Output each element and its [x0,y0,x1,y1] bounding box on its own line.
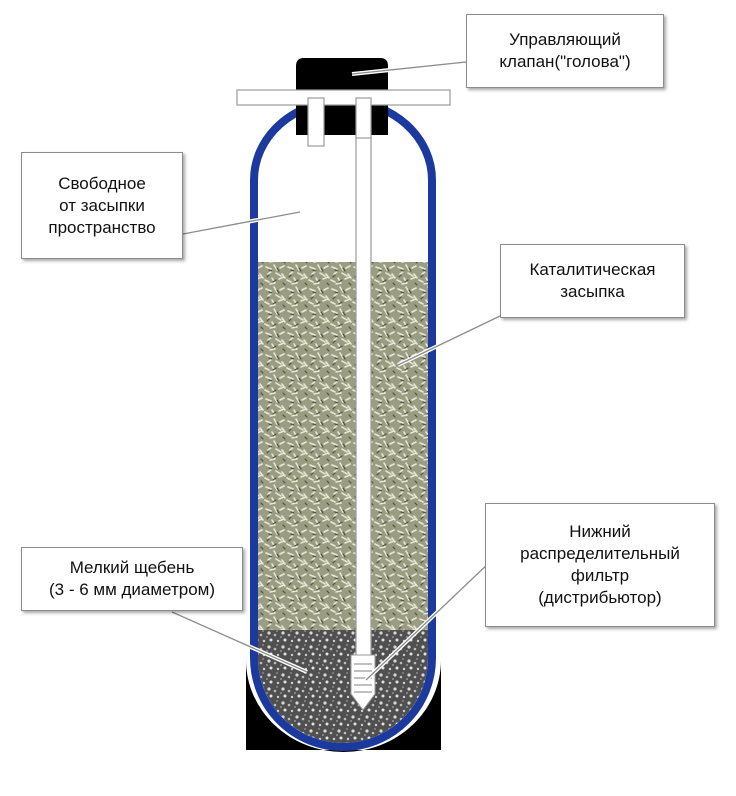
label-catalytic-line2: засыпка [560,282,625,301]
inlet-pipe-vertical [307,97,325,147]
leader-lines [171,60,501,682]
label-fine-gravel: Мелкий щебень (3 - 6 мм диаметром) [21,547,243,611]
label-distributor-line3: фильтр [570,566,630,585]
outlet-pipe-horizontal [236,89,451,106]
label-gravel-line2: (3 - 6 мм диаметром) [49,580,215,599]
label-free-space-line2: от засыпки [59,195,145,215]
label-catalytic-media: Каталитическая засыпка [500,244,685,318]
label-control-valve-line1: Управляющий [509,30,621,49]
tank-body [250,97,436,751]
label-distributor-line1: Нижний [569,522,631,541]
catalytic-media-layer [258,262,428,632]
control-valve-head [236,58,451,147]
label-gravel-line1: Мелкий щебень [69,558,195,577]
tank-base [246,660,441,752]
riser-pipe [355,87,372,659]
label-bottom-distributor: Нижний распределительный фильтр (дистриб… [485,503,715,627]
label-control-valve-line2: клапан("голова") [499,52,631,71]
label-free-space-line1: Свободное [58,173,146,193]
label-distributor-line4: (дистрибьютор) [538,588,662,607]
label-control-valve: Управляющий клапан("голова") [466,14,664,88]
label-catalytic-line1: Каталитическая [529,260,656,279]
label-distributor-line2: распределительный [520,544,680,563]
label-free-space-line3: пространство [48,217,156,237]
label-free-space: Свободное от засыпки пространство [21,152,183,259]
